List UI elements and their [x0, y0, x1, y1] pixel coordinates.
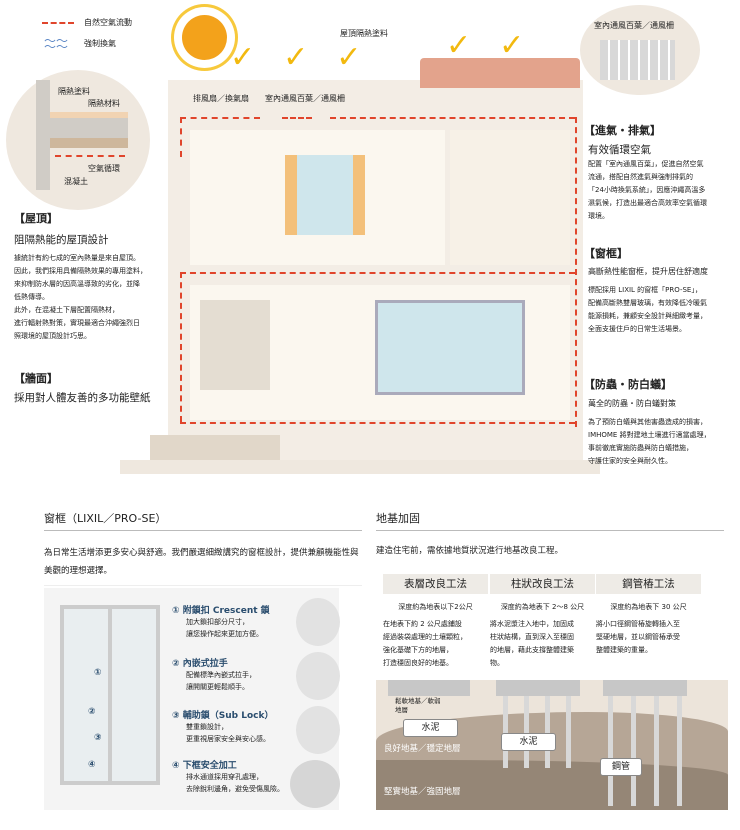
roof-title: 阻隔熱能的屋頂設計 [14, 234, 109, 246]
label-vent-louver: 室內通風百葉／通風柵 [265, 94, 345, 103]
cement-label-1: 水泥 [403, 719, 458, 737]
footing-3 [603, 680, 687, 696]
solid-ground-label: 堅實地基／強固地層 [384, 787, 461, 797]
airflow-arrow [180, 422, 575, 424]
entrance-steps [150, 435, 280, 460]
natural-flow-legend-icon [42, 22, 74, 24]
roof-tag: 【屋頂】 [14, 212, 58, 225]
paint-layer [50, 112, 128, 118]
divider [44, 530, 362, 531]
frame-section-intro: 為日常生活增添更多安心與舒適。我們嚴選細緻講究的窗框設計，提供兼顧機能性與美觀的… [44, 548, 359, 576]
feature-3: ③ 輔助鎖（Sub Lock）雙重鎖設計，更重視居家安全與安心感。 [172, 711, 274, 743]
window-living [375, 300, 525, 395]
steel-label: 鋼管 [600, 758, 642, 776]
foundation-intro: 建造住宅前，需依據地質狀況進行地基改良工程。 [376, 546, 564, 556]
label-paint: 隔熱塗料 [58, 87, 90, 96]
airflow-arrow [180, 272, 575, 274]
airflow-arrow [180, 117, 182, 157]
airflow-arrow [330, 117, 575, 119]
vent-tag: 【進氣・排氣】 [584, 124, 661, 137]
label-vent-louver-top: 室內通風百葉／通風柵 [594, 21, 674, 30]
pest-title: 萬全的防蟲・防白蟻對策 [588, 399, 676, 408]
label-air: 空氣循環 [88, 164, 120, 173]
feature-2: ② 內嵌式拉手配備標準內嵌式拉手，讓開關更輕鬆順手。 [172, 659, 256, 691]
legend-forced-vent: 強制換氣 [84, 39, 116, 48]
window-upper [285, 155, 365, 235]
handle-photo [296, 652, 340, 700]
heat-reflect-arrows-icon: ✓✓ [446, 28, 553, 63]
roof-tiles [420, 58, 580, 88]
method-surface: 表層改良工法深度約為地表以下2公尺在地表下約 2 公尺處鋪設經過裝袋處理的土壤顆… [383, 574, 488, 670]
concrete-slab [50, 118, 128, 138]
forced-vent-legend-icon: ～～～～ [44, 34, 69, 54]
foundation-title: 地基加固 [376, 512, 420, 525]
airflow-arrow [180, 272, 182, 422]
method-column: 柱狀改良工法深度約為地表下 2〜8 公尺將水泥漿注入地中，加固成柱狀結構，直到深… [490, 574, 595, 670]
vent-title: 有效循環空氣 [588, 144, 651, 156]
sub-lock-photo [296, 706, 340, 754]
airflow-arrow [282, 117, 312, 119]
room-bedroom [450, 130, 570, 265]
window-tag: 【窗框】 [584, 247, 628, 260]
marker-1: ① [94, 668, 102, 678]
divider [376, 530, 724, 531]
steel-piles [608, 696, 684, 806]
frame-section-title: 窗框（LIXIL／PRO-SE） [44, 512, 167, 525]
bottom-frame-photo [290, 760, 340, 808]
roof-body: 據統計有約七成的室內熱量是來自屋頂。因此，我們採用具備隔熱效果的專用塗料，來抑制… [14, 254, 147, 340]
good-ground-label: 良好地基／穩定地層 [384, 744, 461, 754]
footing-2 [496, 680, 580, 696]
method-steel: 鋼管樁工法深度約為地表下 30 公尺將小口徑鋼管樁旋轉插入至堅硬地層，並以鋼管樁… [596, 574, 701, 657]
airflow-arrow [180, 117, 260, 119]
concrete-wall [36, 80, 50, 190]
window-title: 高斷熱性能窗框，提升居住舒適度 [588, 267, 708, 276]
label-exhaust-fan: 排風扇／換氣扇 [193, 94, 249, 103]
airflow-arrow [575, 117, 577, 427]
label-concrete: 混凝土 [64, 177, 88, 186]
wall-title: 採用對人體友善的多功能壁紙 [14, 392, 151, 404]
cement-label-2: 水泥 [501, 733, 556, 751]
feature-1: ① 附鎖扣 Crescent 鎖加大鎖扣部分尺寸，讓您操作起來更加方便。 [172, 606, 270, 638]
window-mullion [108, 605, 112, 785]
crescent-lock-photo [296, 598, 340, 646]
divider [44, 585, 362, 586]
pest-tag: 【防蟲・防白蟻】 [584, 378, 672, 391]
footing-1 [388, 680, 470, 696]
soft-ground-label: 鬆軟地基／軟弱地層 [395, 697, 441, 714]
marker-4: ④ [88, 760, 96, 770]
louver-icon [600, 40, 675, 80]
feature-4: ④ 下框安全加工排水通道採用穿孔處理，去除銳利邊角，避免受傷風險。 [172, 761, 284, 793]
heat-reflect-arrows-icon: ✓✓✓ [230, 40, 390, 75]
window-body: 標配採用 LIXIL 的窗框「PRO-SE」，配備高斷熱雙層玻璃，有效降低冷暖氣… [588, 286, 707, 333]
pest-body: 為了預防白蟻與其他害蟲造成的損害，IMHOME 將對建地土壤進行適當處理，事前徹… [588, 418, 711, 465]
vent-body: 配置「室內通風百葉」，促進自然空氣流通，搭配自然進氣與強制排氣的「24小時換氣系… [588, 160, 707, 220]
marker-2: ② [88, 707, 96, 717]
airflow-arrow [55, 155, 125, 157]
insulation-layer [50, 138, 128, 148]
label-material: 隔熱材料 [88, 99, 120, 108]
legend-natural-flow: 自然空氣流動 [84, 18, 132, 27]
marker-3: ③ [94, 733, 102, 743]
wall-tag: 【牆面】 [14, 372, 58, 385]
sun-icon [182, 15, 227, 60]
label-roof-paint: 屋頂隔熱塗料 [340, 29, 388, 38]
ground [120, 460, 600, 474]
cement-columns [503, 696, 573, 768]
kitchen [200, 300, 270, 390]
